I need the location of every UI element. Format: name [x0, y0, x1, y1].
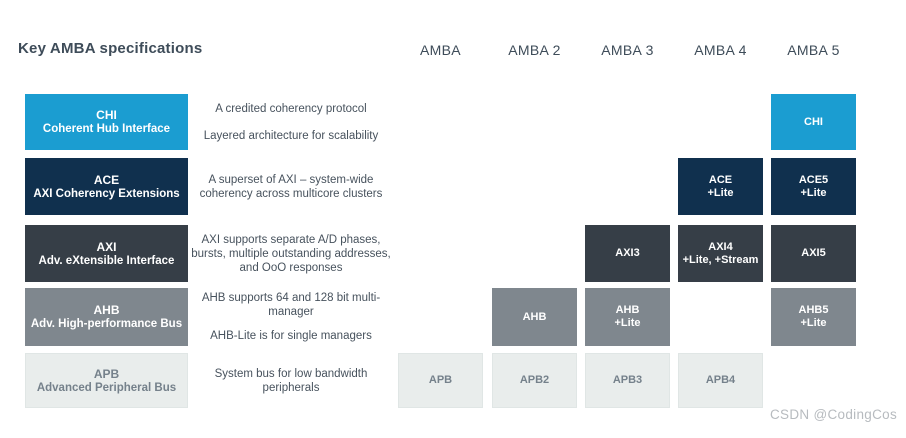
- row-label-ace: ACE AXI Coherency Extensions: [25, 158, 188, 215]
- row-ace-description: A superset of AXI – system-wide coherenc…: [188, 158, 394, 215]
- row-apb-name: APB: [93, 366, 120, 381]
- description-line: AHB supports 64 and 128 bit multi-manage…: [201, 292, 381, 318]
- column-header-amba5: AMBA 5: [787, 42, 840, 58]
- column-header-amba: AMBA: [420, 42, 461, 58]
- description-line: AHB-Lite is for single managers: [210, 330, 372, 342]
- row-chi-description: A credited coherency protocol Layered ar…: [188, 94, 394, 150]
- cell-apb2-amba2: APB2: [492, 353, 577, 408]
- description-line: A credited coherency protocol: [215, 102, 367, 115]
- row-apb-description: System bus for low bandwidth peripherals: [188, 353, 394, 408]
- row-ahb-fullname: Adv. High-performance Bus: [30, 318, 183, 330]
- row-chi: CHI Coherent Hub Interface A credited co…: [0, 94, 906, 150]
- row-axi-fullname: Adv. eXtensible Interface: [38, 254, 175, 267]
- cell-ahblite-amba3: AHB +Lite: [585, 288, 670, 346]
- cell-ahb-amba2: AHB: [492, 288, 577, 346]
- cell-apb4-amba4: APB4: [678, 353, 763, 408]
- cell-apb-amba: APB: [398, 353, 483, 408]
- column-header-amba4: AMBA 4: [694, 42, 747, 58]
- csdn-watermark: CSDN @CodingCos: [770, 407, 897, 422]
- row-ahb-name: AHB: [93, 303, 120, 317]
- description-line: Layered architecture for scalability: [203, 129, 379, 142]
- cell-chi-amba5: CHI: [771, 94, 856, 150]
- row-label-axi: AXI Adv. eXtensible Interface: [25, 225, 188, 282]
- description-line: System bus for low bandwidth peripherals: [214, 367, 368, 394]
- row-label-ahb: AHB Adv. High-performance Bus: [25, 288, 188, 346]
- row-ahb-description: AHB supports 64 and 128 bit multi-manage…: [188, 288, 394, 346]
- row-apb-fullname: Advanced Peripheral Bus: [36, 381, 177, 394]
- row-ahb: AHB Adv. High-performance Bus AHB suppor…: [0, 288, 906, 346]
- cell-ahb5-amba5: AHB5 +Lite: [771, 288, 856, 346]
- row-chi-name: CHI: [96, 108, 117, 122]
- row-ace: ACE AXI Coherency Extensions A superset …: [0, 158, 906, 215]
- row-ace-fullname: AXI Coherency Extensions: [33, 187, 180, 200]
- row-chi-fullname: Coherent Hub Interface: [42, 123, 171, 135]
- cell-ace5-amba5: ACE5 +Lite: [771, 158, 856, 215]
- row-axi-name: AXI: [96, 239, 117, 254]
- description-line: AXI supports separate A/D phases, bursts…: [191, 233, 391, 274]
- row-axi-description: AXI supports separate A/D phases, bursts…: [188, 225, 394, 282]
- page-title: Key AMBA specifications: [18, 40, 203, 57]
- cell-axi4-amba4: AXI4 +Lite, +Stream: [678, 225, 763, 282]
- row-label-chi: CHI Coherent Hub Interface: [25, 94, 188, 150]
- row-apb: APB Advanced Peripheral Bus System bus f…: [0, 353, 906, 408]
- row-ace-name: ACE: [93, 172, 120, 187]
- cell-axi3-amba3: AXI3: [585, 225, 670, 282]
- cell-apb3-amba3: APB3: [585, 353, 670, 408]
- cell-ace-amba4: ACE +Lite: [678, 158, 763, 215]
- column-header-amba2: AMBA 2: [508, 42, 561, 58]
- row-axi: AXI Adv. eXtensible Interface AXI suppor…: [0, 225, 906, 282]
- description-line: A superset of AXI – system-wide coherenc…: [199, 173, 383, 200]
- row-label-apb: APB Advanced Peripheral Bus: [25, 353, 188, 408]
- cell-axi5-amba5: AXI5: [771, 225, 856, 282]
- column-header-amba3: AMBA 3: [601, 42, 654, 58]
